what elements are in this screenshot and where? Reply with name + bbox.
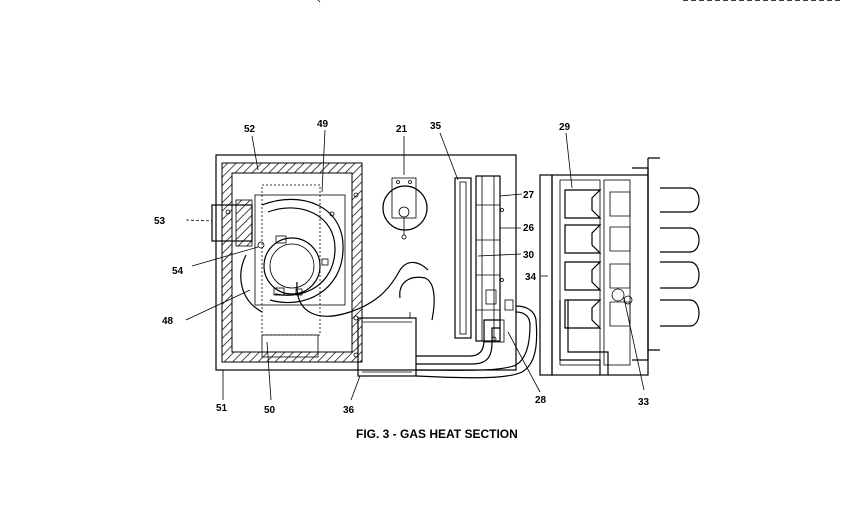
gas-valve [357, 312, 417, 377]
callout-26: 26 [523, 223, 535, 234]
header-fragments [317, 0, 840, 3]
figure-caption: FIG. 3 - GAS HEAT SECTION [356, 427, 518, 441]
blower-wheel [263, 237, 321, 295]
heat-exchanger [454, 175, 514, 343]
pressure-switch [382, 177, 428, 240]
callout-52: 52 [244, 124, 256, 135]
callout-33: 33 [638, 397, 650, 408]
callout-50: 50 [264, 405, 276, 416]
callout-34: 34 [525, 272, 537, 283]
callout-49: 49 [317, 119, 329, 130]
callout-51: 51 [216, 403, 228, 414]
burner-assembly [539, 157, 700, 376]
callout-35: 35 [430, 121, 442, 132]
callout-28: 28 [535, 395, 547, 406]
burner-1 [564, 189, 631, 219]
callout-21: 21 [396, 124, 408, 135]
left-cabinet [211, 154, 538, 379]
callout-labels: 52 49 21 35 29 27 26 30 34 53 54 48 50 5… [154, 119, 650, 416]
burner-3 [564, 261, 631, 291]
inducer-blower [240, 184, 346, 358]
burner-2 [564, 224, 631, 254]
callout-30: 30 [523, 250, 535, 261]
callout-36: 36 [343, 405, 355, 416]
heat-exchanger-tubes [660, 187, 700, 327]
callout-leaders [185, 129, 645, 401]
burner-4 [564, 299, 631, 329]
callout-48: 48 [162, 316, 174, 327]
insulation-frame [221, 162, 363, 363]
callout-27: 27 [523, 190, 535, 201]
callout-29: 29 [559, 122, 571, 133]
callout-53: 53 [154, 216, 166, 227]
callout-54: 54 [172, 266, 184, 277]
vent-outlet [211, 199, 253, 247]
